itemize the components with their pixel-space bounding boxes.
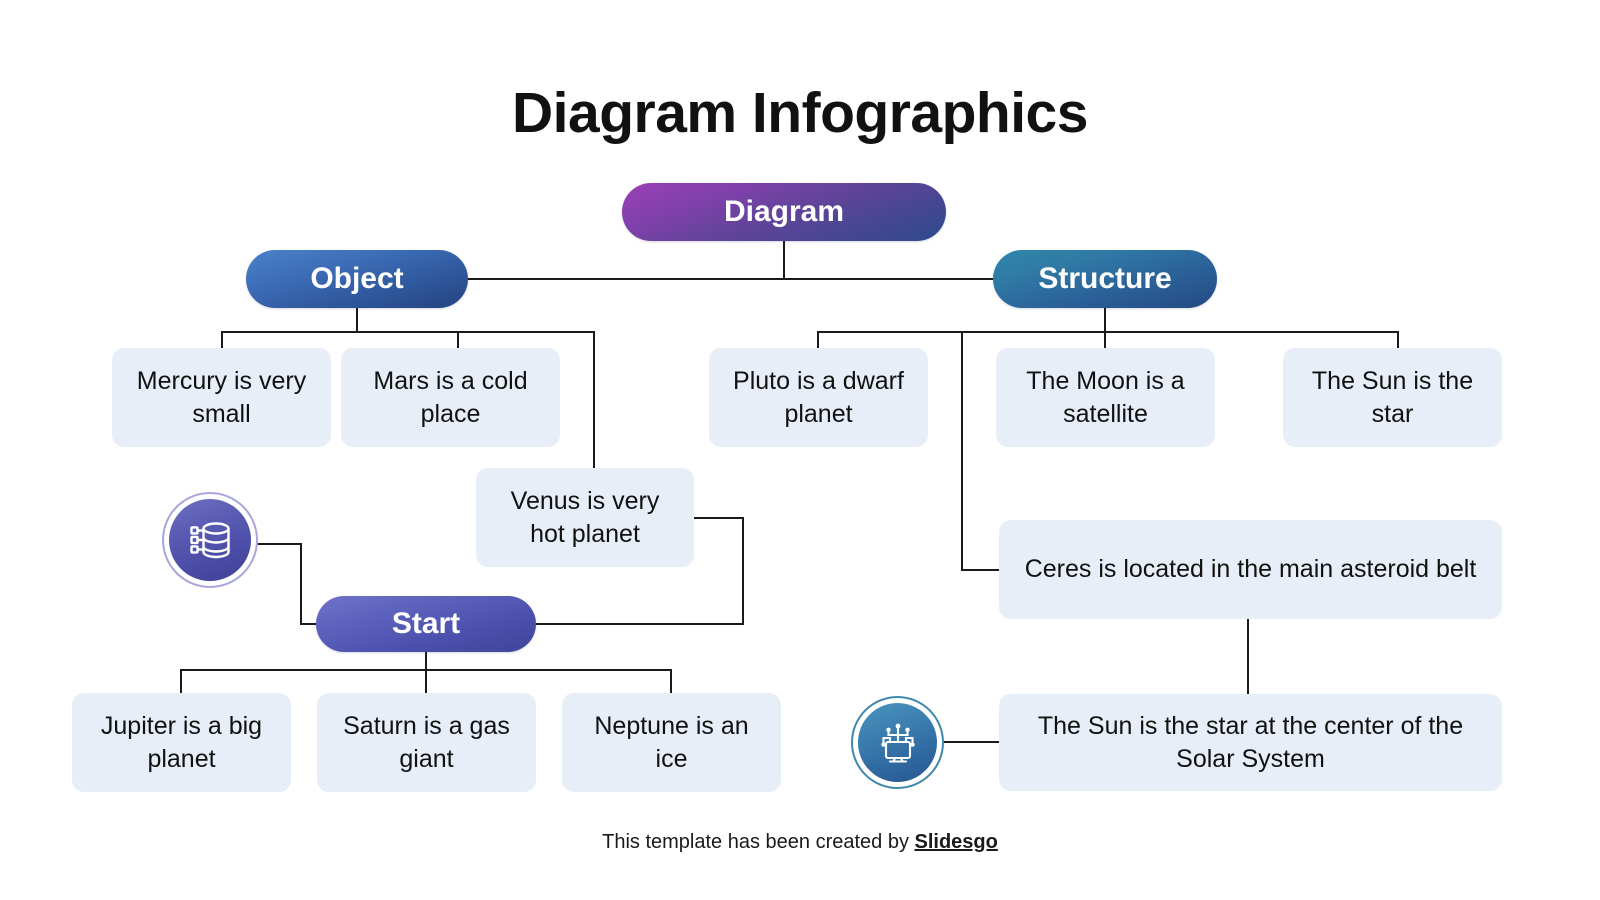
card-moon[interactable]: The Moon is a satellite [996,348,1215,447]
card-sun-long[interactable]: The Sun is the star at the center of the… [999,694,1502,791]
database-glyph [190,522,230,559]
card-venus[interactable]: Venus is very hot planet [476,468,694,567]
page-title: Diagram Infographics [512,81,1088,145]
card-sun-short-text: The Sun is the star [1311,367,1474,428]
footer-brand-link[interactable]: Slidesgo [914,831,998,853]
card-venus-text: Venus is very hot planet [510,487,660,548]
card-pluto-text: Pluto is a dwarf planet [733,367,904,428]
ai-computer-icon-disc [858,703,937,782]
card-pluto[interactable]: Pluto is a dwarf planet [709,348,928,447]
card-sun-long-text: The Sun is the star at the center of the… [1037,712,1464,773]
card-saturn-text: Saturn is a gas giant [343,712,510,773]
node-object[interactable]: Object [246,250,468,308]
footer-text: This template has been created by [602,831,915,853]
ai-computer-icon[interactable] [851,696,944,789]
node-structure[interactable]: Structure [993,250,1217,308]
card-sun-short[interactable]: The Sun is the star [1283,348,1502,447]
card-mars-text: Mars is a cold place [373,367,528,428]
database-icon[interactable] [162,492,258,588]
node-structure-label: Structure [1038,262,1172,295]
card-mercury[interactable]: Mercury is very small [112,348,331,447]
node-start-label: Start [391,607,461,640]
card-moon-text: The Moon is a satellite [1026,367,1185,428]
node-diagram[interactable]: Diagram [622,183,946,241]
node-start[interactable]: Start [316,596,536,652]
node-object-label: Object [310,262,404,295]
ai-computer-glyph [880,723,915,763]
card-neptune-text: Neptune is an ice [594,712,749,773]
card-ceres[interactable]: Ceres is located in the main asteroid be… [999,520,1502,619]
card-mars[interactable]: Mars is a cold place [341,348,560,447]
card-saturn[interactable]: Saturn is a gas giant [317,693,536,792]
node-diagram-label: Diagram [723,195,845,228]
card-jupiter[interactable]: Jupiter is a big planet [72,693,291,792]
card-ceres-text: Ceres is located in the main asteroid be… [1024,555,1477,584]
card-neptune[interactable]: Neptune is an ice [562,693,781,792]
card-jupiter-text: Jupiter is a big planet [100,712,263,773]
footer: This template has been created by Slides… [0,831,1600,854]
database-icon-disc [169,499,251,581]
card-mercury-text: Mercury is very small [136,367,307,428]
